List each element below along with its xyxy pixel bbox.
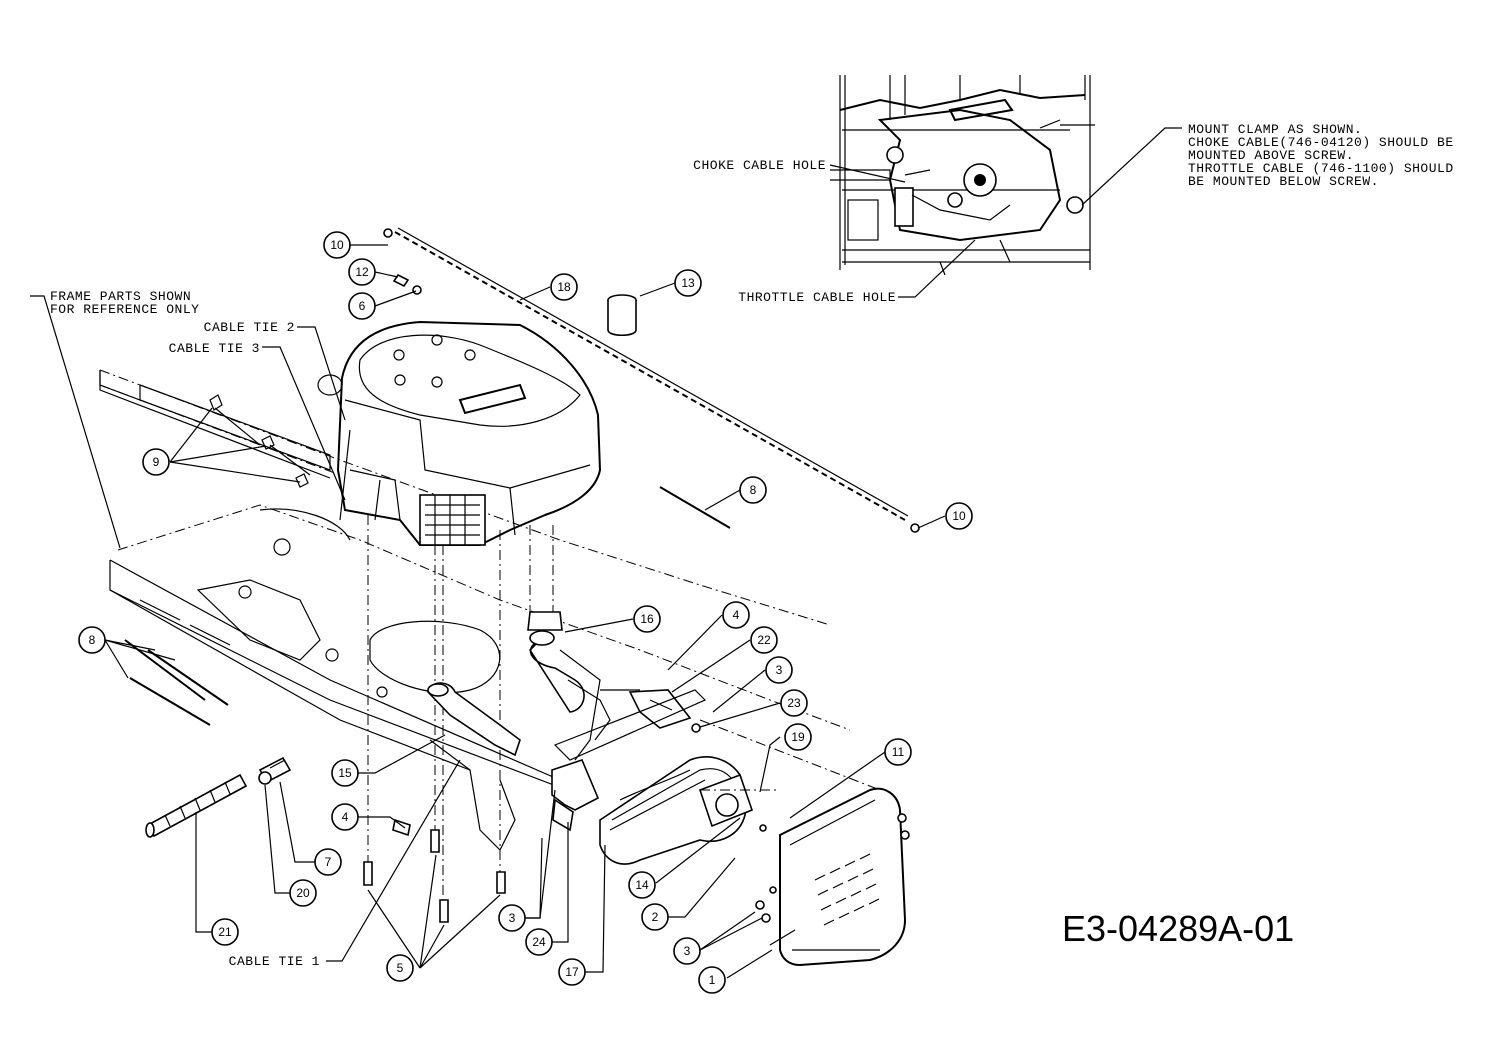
callout-12: 12	[348, 258, 376, 286]
hose-clamp-2	[910, 523, 920, 533]
svg-text:4: 4	[733, 608, 740, 622]
svg-text:6: 6	[359, 299, 366, 313]
svg-text:23: 23	[787, 696, 801, 710]
mount-note-line1: MOUNT CLAMP AS SHOWN.	[1188, 122, 1362, 137]
callout-3-right: 3	[765, 656, 793, 684]
hose-clamp-assembly	[258, 756, 292, 785]
callout-6: 6	[348, 292, 376, 320]
callout-3-bottom-right: 3	[673, 937, 701, 965]
muffler-guard	[769, 787, 910, 967]
svg-text:9: 9	[153, 455, 160, 469]
callout-18: 18	[550, 273, 578, 301]
callout-8-right: 8	[739, 476, 767, 504]
svg-text:8: 8	[89, 633, 96, 647]
svg-text:14: 14	[635, 878, 649, 892]
fuel-line	[394, 227, 909, 521]
callout-14: 14	[628, 871, 656, 899]
exhaust-pipe	[427, 611, 611, 757]
callout-24: 24	[525, 928, 553, 956]
choke-hole-leader	[829, 164, 906, 183]
svg-text:2: 2	[652, 910, 659, 924]
svg-text:12: 12	[355, 265, 369, 279]
svg-text:18: 18	[557, 280, 571, 294]
cable-tie-1-label: CABLE TIE 1	[229, 954, 320, 969]
callout-17: 17	[558, 958, 586, 986]
frame-note-line1: FRAME PARTS SHOWN	[50, 289, 191, 304]
callout-21: 21	[211, 918, 239, 946]
mount-note-line3: MOUNTED ABOVE SCREW.	[1188, 148, 1354, 163]
svg-text:3: 3	[684, 944, 691, 958]
carburetor-detail-inset	[830, 75, 1095, 276]
svg-text:24: 24	[532, 935, 546, 949]
svg-text:10: 10	[330, 238, 344, 252]
callout-10-top: 10	[323, 231, 351, 259]
svg-text:13: 13	[681, 276, 695, 290]
muffler	[553, 689, 754, 865]
svg-text:7: 7	[325, 855, 332, 869]
svg-text:15: 15	[338, 766, 352, 780]
callout-16: 16	[633, 605, 661, 633]
callout-11: 11	[884, 738, 912, 766]
callout-13: 13	[674, 269, 702, 297]
screw-and-washer	[392, 273, 422, 295]
svg-text:1: 1	[709, 973, 716, 987]
callout-7: 7	[314, 848, 342, 876]
mount-clamp-leader	[1081, 127, 1182, 206]
callout-9: 9	[142, 448, 170, 476]
callout-4-left: 4	[331, 803, 359, 831]
mount-note-line4: THROTTLE CABLE (746-1100) SHOULD	[1188, 161, 1454, 176]
heat-shield-bracket	[551, 759, 600, 832]
callout-10-right: 10	[945, 502, 973, 530]
choke-cable-hole-label: CHOKE CABLE HOLE	[693, 158, 826, 173]
tube-21	[145, 773, 248, 838]
frame-note-line2: FOR REFERENCE ONLY	[50, 302, 199, 317]
callout-4-right: 4	[722, 601, 750, 629]
fuel-filter	[607, 294, 637, 337]
svg-text:10: 10	[952, 509, 966, 523]
callout-1: 1	[698, 966, 726, 994]
engine-bolts	[363, 818, 506, 923]
svg-text:20: 20	[296, 886, 310, 900]
engine	[317, 320, 602, 546]
svg-text:3: 3	[776, 663, 783, 677]
callout-3-bottom: 3	[498, 904, 526, 932]
drawing-code: E3-04289A-01	[1062, 908, 1294, 949]
mount-note-line5: BE MOUNTED BELOW SCREW.	[1188, 174, 1379, 189]
svg-text:16: 16	[640, 612, 654, 626]
callout-22: 22	[750, 626, 778, 654]
throttle-hole-leader	[898, 239, 976, 298]
callout-19: 19	[784, 723, 812, 751]
callout-20: 20	[289, 879, 317, 907]
callout-5: 5	[386, 954, 414, 982]
svg-text:11: 11	[892, 745, 905, 759]
callout-2: 2	[641, 903, 669, 931]
svg-text:21: 21	[218, 925, 232, 939]
callout-8-left: 8	[78, 626, 106, 654]
svg-text:22: 22	[757, 633, 771, 647]
throttle-cable-hole-label: THROTTLE CABLE HOLE	[738, 290, 896, 305]
frame-rail	[99, 370, 331, 471]
cable-tie-2-label: CABLE TIE 2	[204, 320, 295, 335]
svg-text:3: 3	[509, 911, 516, 925]
mount-note-line2: CHOKE CABLE(746-04120) SHOULD BE	[1188, 135, 1454, 150]
guard-screws	[755, 824, 777, 923]
callout-15: 15	[331, 759, 359, 787]
svg-text:17: 17	[565, 965, 579, 979]
svg-text:19: 19	[791, 730, 805, 744]
svg-text:5: 5	[397, 961, 404, 975]
alignment-line	[699, 719, 881, 791]
muffler-bracket	[600, 689, 701, 733]
svg-text:8: 8	[750, 483, 757, 497]
cable-ties	[209, 394, 311, 488]
callout-leaders	[30, 244, 946, 979]
cable-tie-3-label: CABLE TIE 3	[169, 341, 260, 356]
hose-clamp	[383, 228, 393, 238]
callout-23: 23	[780, 689, 808, 717]
svg-text:4: 4	[342, 810, 349, 824]
